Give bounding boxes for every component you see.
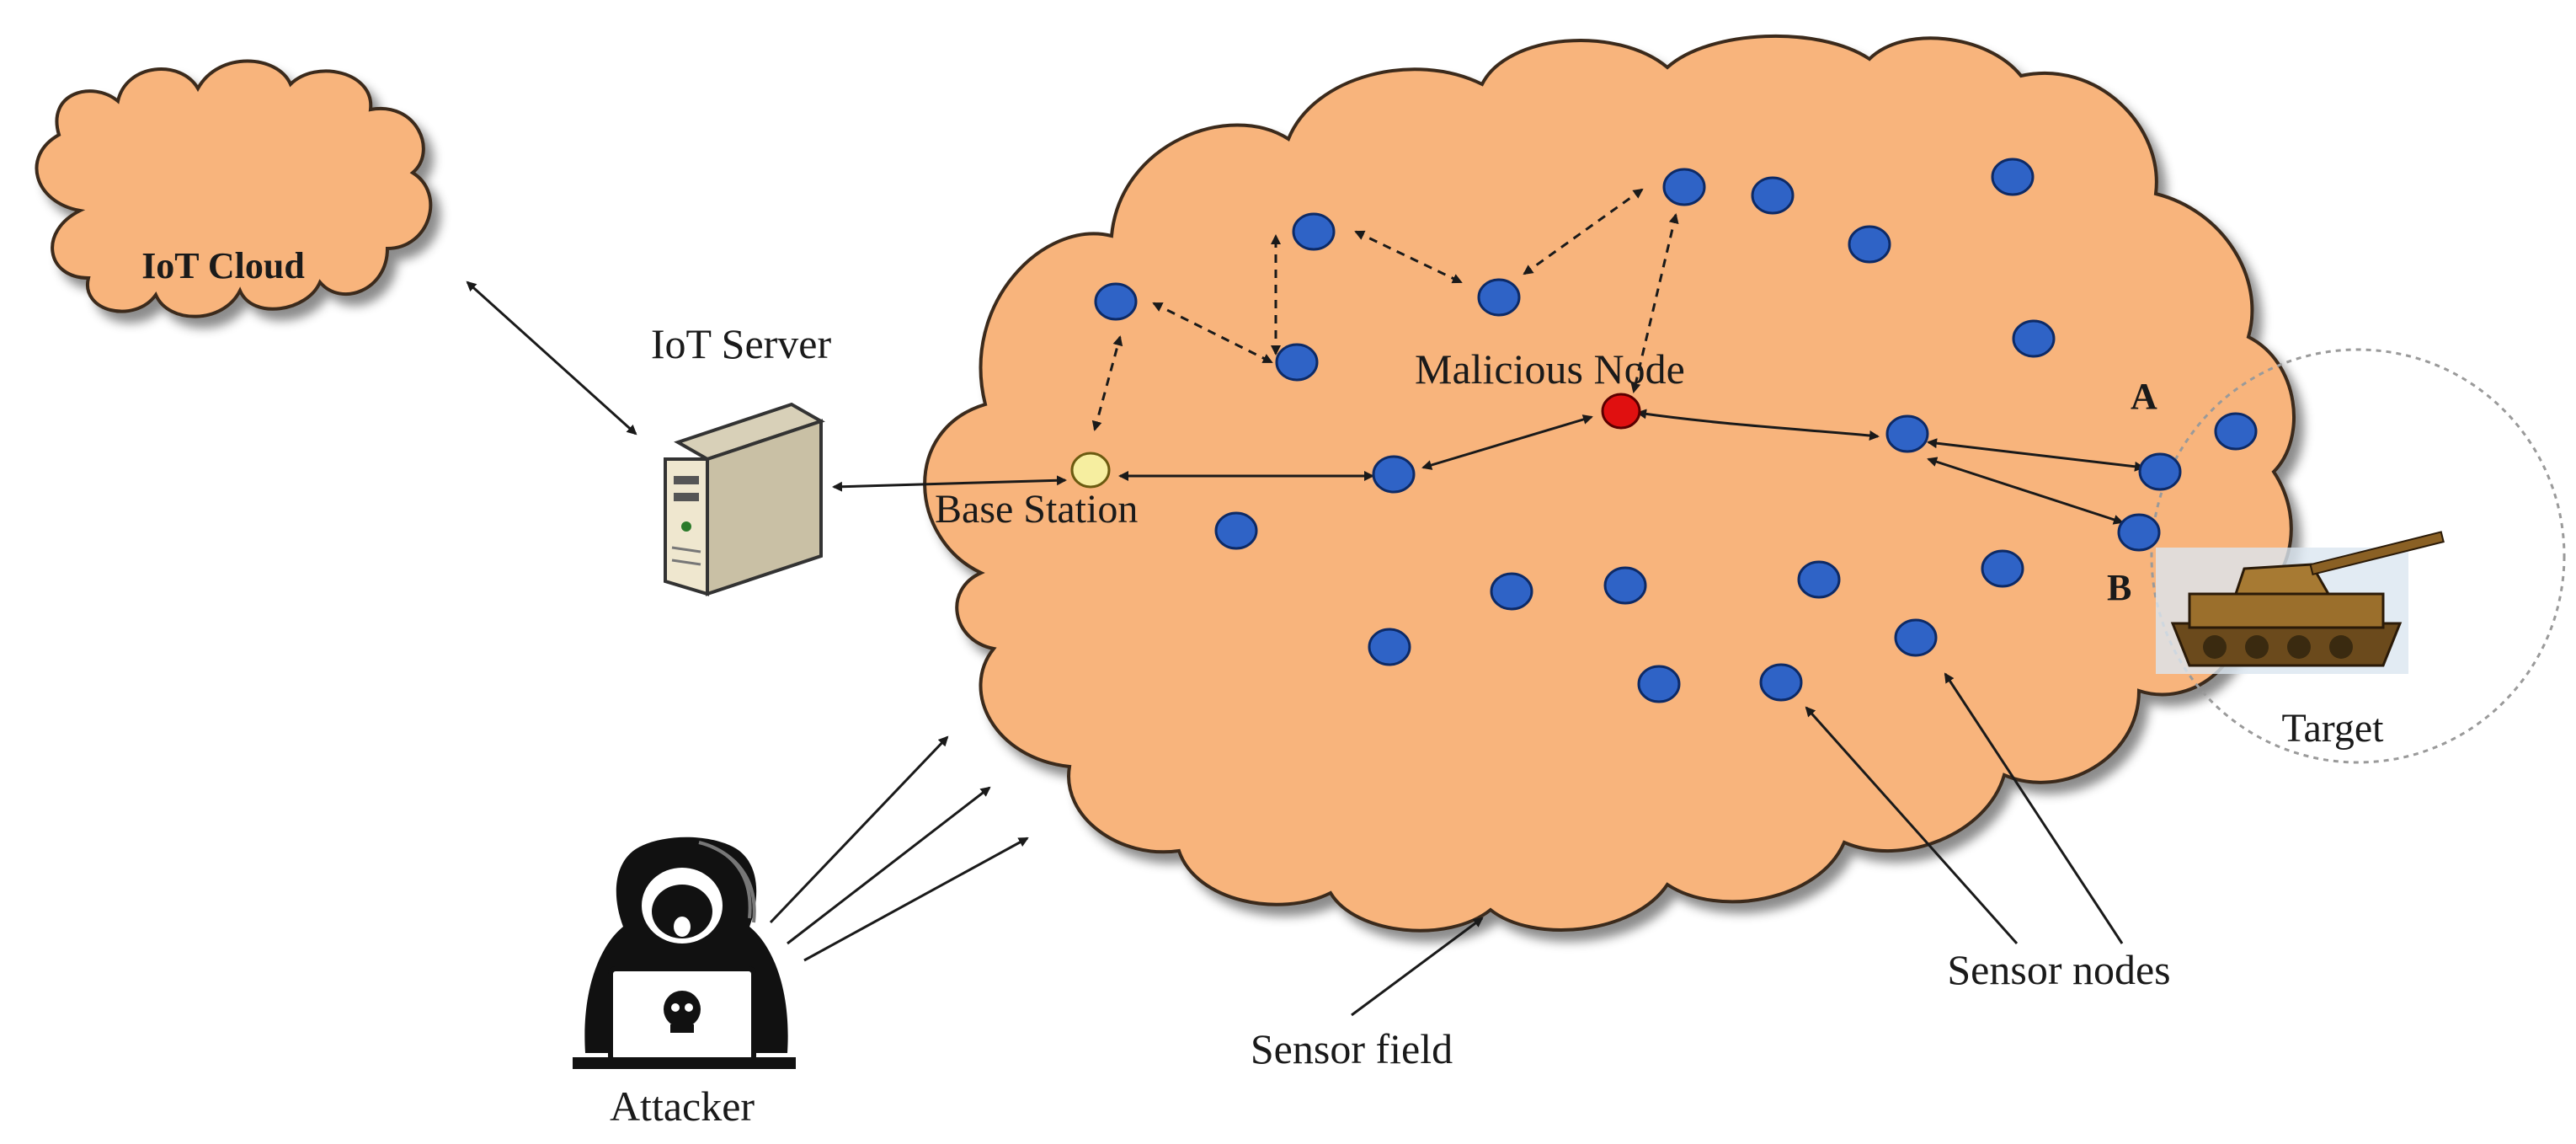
- sensor-field-label: Sensor field: [1251, 1025, 1453, 1072]
- malicious-node-label: Malicious Node: [1415, 345, 1685, 393]
- sensor-node: [1981, 549, 2024, 588]
- sensor-node: [1214, 511, 1258, 550]
- solid-route: [1118, 409, 2145, 525]
- sensor-field-pointer: [1351, 917, 1484, 1017]
- sensor-node: [2012, 319, 2056, 358]
- sensor-node: [2138, 452, 2182, 491]
- sensor-node: [1372, 455, 1416, 494]
- base-station-node: [1070, 452, 1111, 489]
- iot-cloud: IoT Cloud: [35, 59, 433, 318]
- sensor-node: [1894, 618, 1938, 657]
- sensor-node: [1490, 572, 1533, 611]
- sensor-nodes-label: Sensor nodes: [1947, 946, 2170, 993]
- attacker-label: Attacker: [610, 1083, 755, 1130]
- tank-icon: [2156, 531, 2445, 674]
- dashed-route: [1091, 188, 1679, 431]
- cloud-server-link: [466, 281, 637, 436]
- sensor-node: [2214, 412, 2258, 451]
- target-range-circle: [2150, 348, 2566, 764]
- sensor-node: [1662, 168, 1706, 206]
- sensor-node: [1797, 560, 1841, 599]
- sensor-node: [1094, 282, 1138, 321]
- sensor-node: [1477, 278, 1521, 317]
- iot-server-label: IoT Server: [651, 320, 832, 367]
- server-tower-icon: [664, 402, 825, 596]
- hacker-with-laptop-icon: [573, 837, 796, 1069]
- malicious-node: [1601, 393, 1641, 430]
- sensor-node: [1885, 414, 1929, 453]
- sensor-node: [1751, 176, 1795, 215]
- target-label: Target: [2281, 706, 2384, 751]
- sensor-node: [1759, 663, 1803, 702]
- sensor-nodes-pointer: [1805, 672, 2124, 944]
- sensor-node: [2117, 513, 2161, 552]
- sensor-node: [1292, 212, 1336, 251]
- sensor-nodes: [1094, 158, 2258, 703]
- sensor-node: [1603, 566, 1647, 605]
- sensor-node: [1991, 158, 2035, 196]
- node-a-label: A: [2131, 376, 2157, 417]
- sensor-node: [1368, 628, 1411, 666]
- sensor-node: [1848, 225, 1891, 264]
- attack-arrows: [769, 735, 1029, 962]
- sensor-node: [1637, 665, 1681, 703]
- server-base-link: [832, 475, 1067, 492]
- sensor-field-cloud: [923, 34, 2296, 933]
- base-station-label: Base Station: [935, 487, 1138, 532]
- node-b-label: B: [2107, 567, 2131, 608]
- sensor-node: [1275, 343, 1319, 382]
- iot-cloud-label: IoT Cloud: [141, 245, 305, 286]
